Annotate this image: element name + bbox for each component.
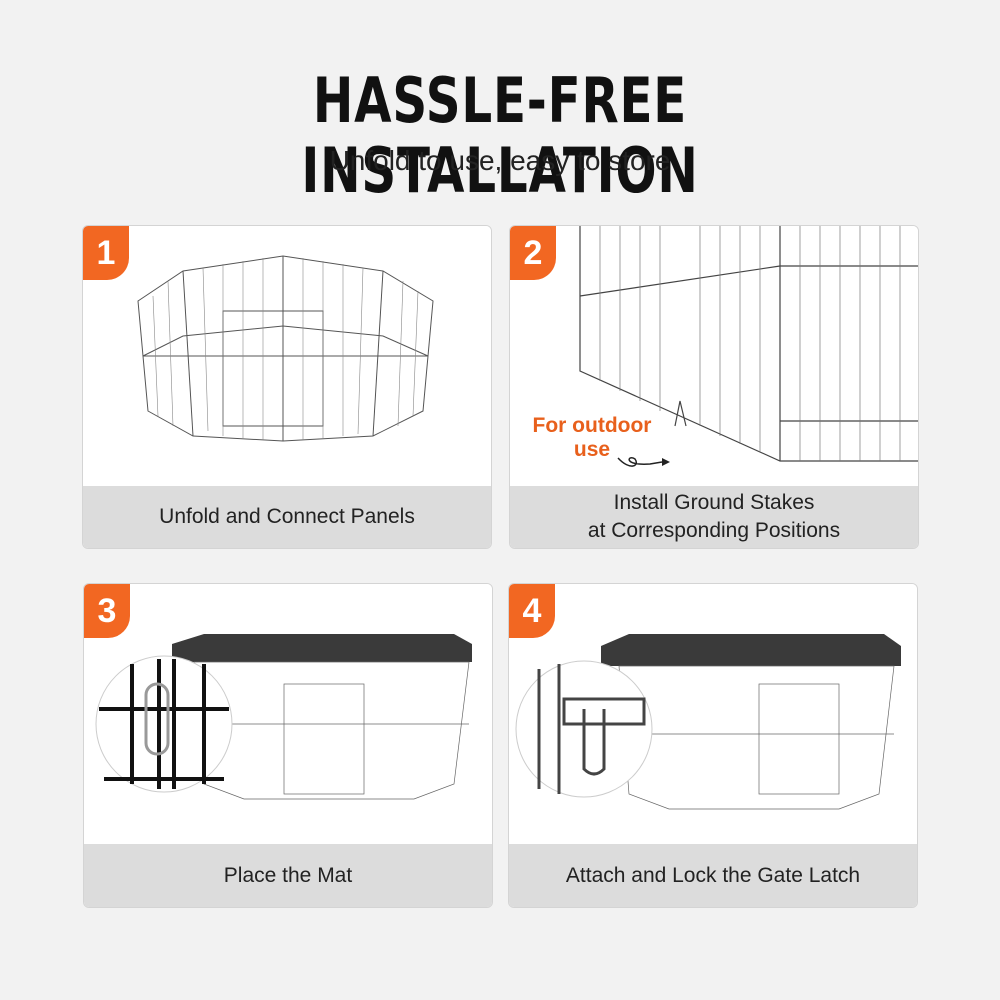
- pen-with-mat-image: [84, 584, 492, 844]
- step-caption: Install Ground Stakes at Corresponding P…: [510, 486, 918, 548]
- outdoor-use-annotation: For outdoor use: [532, 414, 652, 461]
- step-caption: Unfold and Connect Panels: [83, 486, 491, 548]
- step-caption: Place the Mat: [84, 844, 492, 907]
- step-number-badge: 4: [509, 584, 555, 638]
- gate-latch-image: [509, 584, 917, 844]
- step-number-badge: 2: [510, 226, 556, 280]
- ground-stakes-image: For outdoor use: [510, 226, 918, 486]
- step-number-badge: 1: [83, 226, 129, 280]
- step-card-2: 2 For outdoor use Install Ground Stakes …: [509, 225, 919, 549]
- step-caption: Attach and Lock the Gate Latch: [509, 844, 917, 907]
- page-subtitle: Unfold to use, easy to store: [329, 145, 671, 176]
- pen-unfolded-image: [83, 226, 491, 486]
- step-card-3: 3 Place the Mat: [83, 583, 493, 908]
- page-title: HASSLE-FREE INSTALLATION: [301, 64, 699, 207]
- step-card-4: 4 Attach and Lock the Gate Latch: [508, 583, 918, 908]
- step-card-1: 1 Unfold and Connect Panels: [82, 225, 492, 549]
- step-number-badge: 3: [84, 584, 130, 638]
